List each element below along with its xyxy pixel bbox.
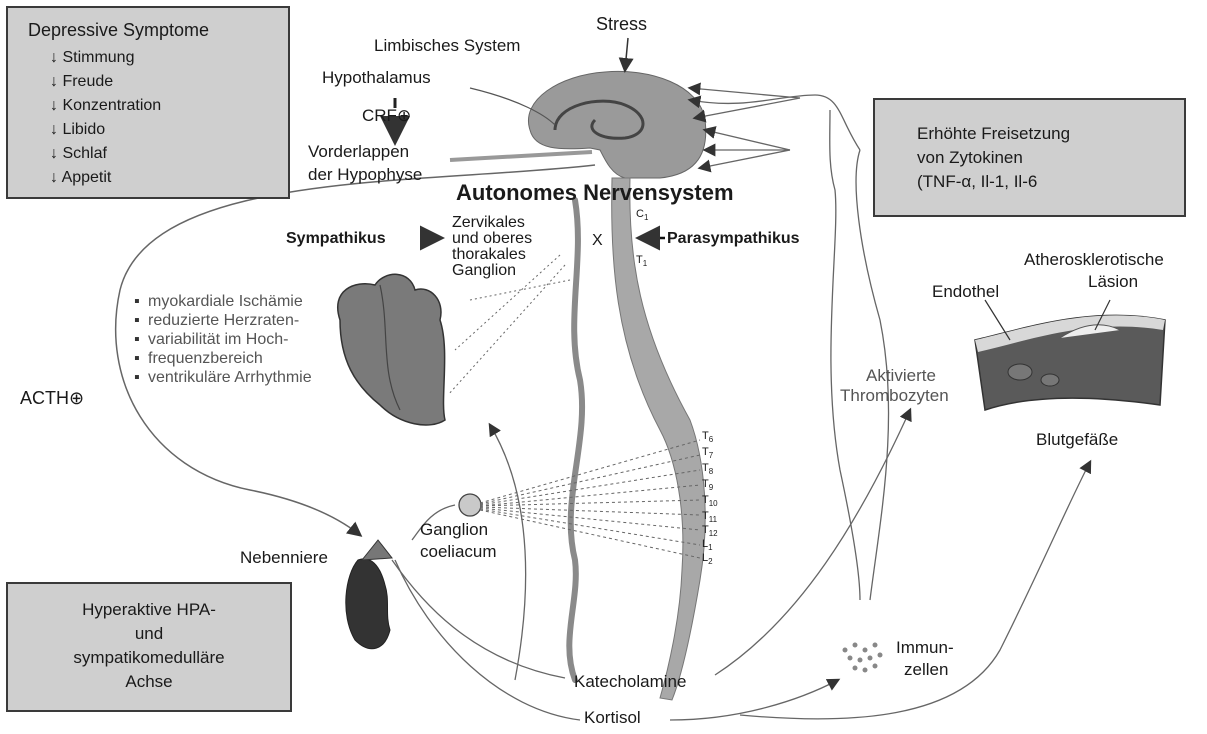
cardiac-effect-item: ventrikuläre Arrhythmie (134, 368, 312, 387)
athero-label-1: Atherosklerotische (1024, 250, 1164, 270)
celiac-label-2: coeliacum (420, 542, 497, 562)
symptom-item: ↓ Stimmung (50, 46, 161, 70)
segment-label: T1 (636, 254, 647, 270)
sympathikus-label: Sympathikus (286, 230, 386, 248)
cardiac-effect-item: myokardiale Ischämie (134, 292, 312, 311)
segment-label: T10 (702, 494, 718, 510)
cardiac-effect-item: variabilität im Hoch- (134, 330, 312, 349)
acth-label: ACTH⊕ (20, 388, 84, 409)
hpa-line-3: sympatikomedulläre (8, 648, 290, 668)
cortisol-label: Kortisol (584, 708, 641, 728)
limbic-system-label: Limbisches System (374, 36, 520, 56)
athero-label-2: Läsion (1088, 272, 1138, 292)
cytokine-line-2: von Zytokinen (917, 148, 1023, 168)
plus-circle-icon: ⊕ (69, 388, 84, 408)
segment-label: T8 (702, 462, 713, 478)
depressive-symptoms-box: Depressive Symptome ↓ Stimmung ↓ Freude … (6, 6, 290, 199)
cardiac-effects-list: myokardiale Ischämie reduzierte Herzrate… (134, 292, 312, 387)
immune-cells-label-2: zellen (904, 660, 948, 680)
cytokine-arrow (705, 130, 790, 150)
hpa-line-2: und (8, 624, 290, 644)
symptom-item: ↓ Konzentration (50, 94, 161, 118)
segment-label: C1 (636, 208, 648, 224)
cytokine-line-3: (TNF-α, Il-1, Il-6 (917, 172, 1037, 192)
cytokine-box: Erhöhte Freisetzung von Zytokinen (TNF-α… (873, 98, 1186, 217)
depressive-symptoms-title: Depressive Symptome (28, 20, 209, 41)
celiac-fiber-lines (480, 440, 700, 558)
ganglion-label-4: Ganglion (452, 262, 516, 280)
thrombocytes-label-1: Aktivierte (866, 366, 936, 386)
sympathetic-chain (569, 200, 582, 680)
immune-cells-label-1: Immun- (896, 638, 954, 658)
hypothalamus-label: Hypothalamus (322, 68, 431, 88)
cytokine-arrow (690, 88, 800, 98)
blocked-x-mark: X (592, 232, 603, 250)
symptom-item: ↓ Schlaf (50, 142, 161, 166)
parasympathikus-label: Parasympathikus (667, 230, 800, 248)
catecholamines-label: Katecholamine (574, 672, 686, 692)
stress-label: Stress (596, 14, 647, 35)
celiac-ganglion-node (459, 494, 481, 516)
cortisol-to-vessels (740, 462, 1090, 719)
hpa-line-1: Hyperaktive HPA- (8, 600, 290, 620)
cortisol-to-immune (670, 680, 838, 720)
acth-text: ACTH (20, 388, 69, 408)
hypophysis-pointer (450, 152, 592, 160)
crf-label: CRF⊕ (362, 106, 411, 126)
segment-label: T6 (702, 430, 713, 446)
spinal-cord-shape (612, 178, 706, 700)
symptom-item: ↓ Appetit (50, 166, 161, 190)
cytokine-arrow (695, 98, 800, 118)
endothel-label: Endothel (932, 282, 999, 302)
cytokine-arrow (700, 150, 790, 168)
cardiac-effect-item: reduzierte Herzraten- (134, 311, 312, 330)
ans-title: Autonomes Nervensystem (456, 180, 734, 205)
hpa-line-4: Achse (8, 672, 290, 692)
adrenal-to-catecholamines (392, 560, 565, 678)
vessels-label: Blutgefäße (1036, 430, 1118, 450)
segment-label: L2 (702, 552, 713, 568)
adrenal-label: Nebenniere (240, 548, 328, 568)
symptom-item: ↓ Libido (50, 118, 161, 142)
segment-label: T7 (702, 446, 713, 462)
plus-circle-icon: ⊕ (397, 106, 411, 125)
immune-cells-dots (843, 643, 883, 673)
pituitary-label-1: Vorderlappen (308, 142, 409, 162)
symptom-item: ↓ Freude (50, 70, 161, 94)
crf-text: CRF (362, 106, 397, 125)
hpa-axis-box: Hyperaktive HPA- und sympatikomedulläre … (6, 582, 292, 712)
stress-arrow (625, 38, 628, 70)
adrenal-to-cortisol (395, 560, 580, 720)
pituitary-label-2: der Hypophyse (308, 165, 422, 185)
cytokine-line-1: Erhöhte Freisetzung (917, 124, 1070, 144)
depressive-symptoms-list: ↓ Stimmung ↓ Freude ↓ Konzentration ↓ Li… (50, 46, 161, 190)
cardiac-effect-item: frequenzbereich (134, 349, 312, 368)
segment-label: T9 (702, 478, 713, 494)
kidney-illustration (346, 540, 392, 649)
heart-illustration (338, 274, 445, 425)
thrombocytes-label-2: Thrombozyten (840, 386, 949, 406)
catecholamines-to-thrombocytes (715, 410, 910, 675)
celiac-label-1: Ganglion (420, 520, 488, 540)
